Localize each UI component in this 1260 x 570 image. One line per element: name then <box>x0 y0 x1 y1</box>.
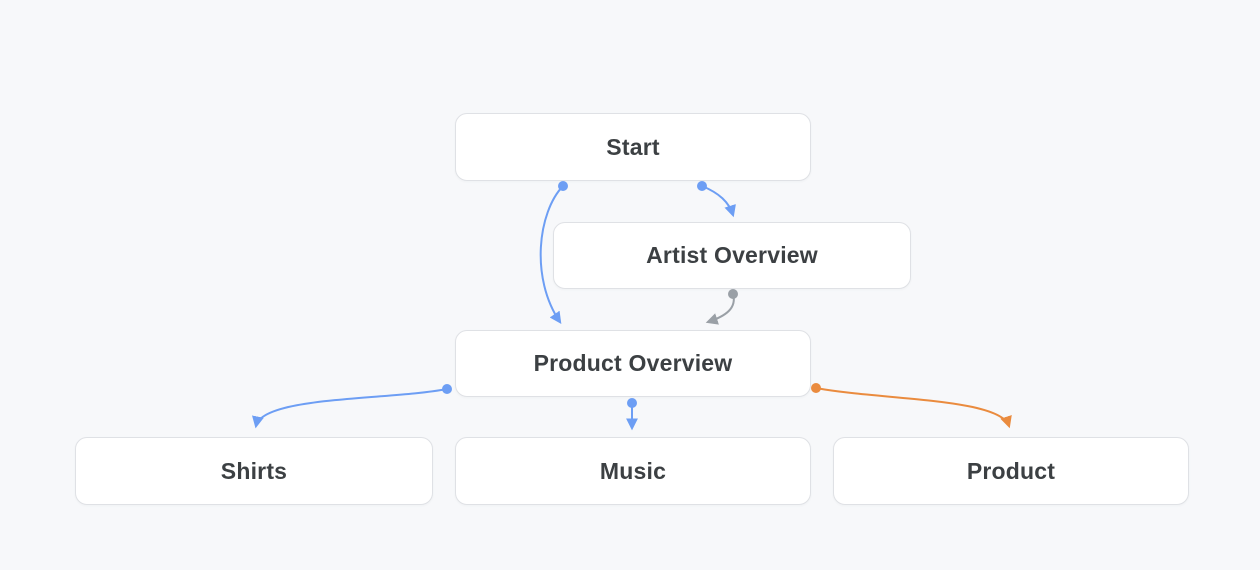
edge-product-overview-to-product[interactable] <box>815 387 1012 429</box>
node-shirts[interactable]: Shirts <box>75 437 433 505</box>
node-artist-overview[interactable]: Artist Overview <box>553 222 911 289</box>
edges-group <box>252 181 1012 431</box>
edge-source-dot-product-overview-to-product[interactable] <box>811 383 821 393</box>
node-artist-overview-label: Artist Overview <box>646 242 818 268</box>
node-music[interactable]: Music <box>455 437 811 505</box>
edge-source-dot-product-overview-to-shirts[interactable] <box>442 384 452 394</box>
node-start-label: Start <box>606 133 660 160</box>
node-product-label: Product <box>966 457 1056 484</box>
edge-source-dot-product-overview-to-music[interactable] <box>627 398 637 408</box>
node-product-overview-label: Product Overview <box>533 350 733 376</box>
edge-start-to-product-overview[interactable] <box>539 185 564 324</box>
node-shirts-label: Shirts <box>220 457 288 484</box>
node-product-overview[interactable]: Product Overview <box>455 330 811 397</box>
node-product[interactable]: Product <box>833 437 1189 505</box>
edge-source-dot-start-to-artist-overview[interactable] <box>697 181 707 191</box>
node-start[interactable]: Start <box>455 113 811 181</box>
edge-start-to-artist-overview[interactable] <box>701 185 736 218</box>
node-music-label: Music <box>599 457 667 484</box>
edge-product-overview-to-shirts[interactable] <box>252 388 448 429</box>
edge-source-dot-artist-overview-to-product-overview[interactable] <box>728 289 738 299</box>
edge-source-dot-start-to-product-overview[interactable] <box>558 181 568 191</box>
